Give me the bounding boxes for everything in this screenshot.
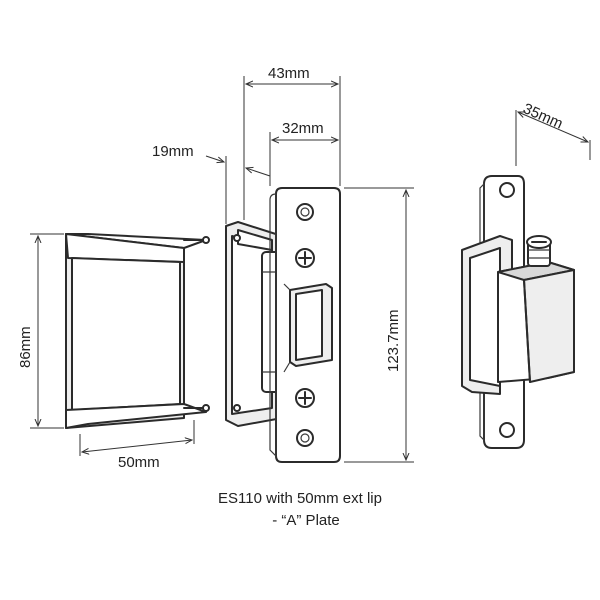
strike-body [225,187,341,463]
mount-hole-icon [296,203,314,221]
dim-label-86mm: 86mm [17,326,34,368]
dim-label-19mm: 19mm [152,143,194,160]
dimension-lines [30,76,591,463]
extension-lip-box [65,233,210,429]
screw-icon [295,388,315,408]
dim-label-123-7mm: 123.7mm [385,309,402,372]
caption-line-2: - “A” Plate [272,512,340,529]
adjust-screw-icon [526,235,552,267]
dim-label-50mm: 50mm [118,454,160,471]
caption-line-1: ES110 with 50mm ext lip [218,490,382,507]
screw-hole-icon [233,404,241,412]
screw-hole-icon [233,234,241,242]
dim-label-35mm: 35mm [520,100,565,132]
mount-hole-icon [499,182,515,198]
strike-side-view [461,175,575,449]
mount-hole-icon [499,422,515,438]
dim-label-32mm: 32mm [282,120,324,137]
dim-label-43mm: 43mm [268,65,310,82]
mount-hole-icon [296,429,314,447]
screw-icon [295,248,315,268]
